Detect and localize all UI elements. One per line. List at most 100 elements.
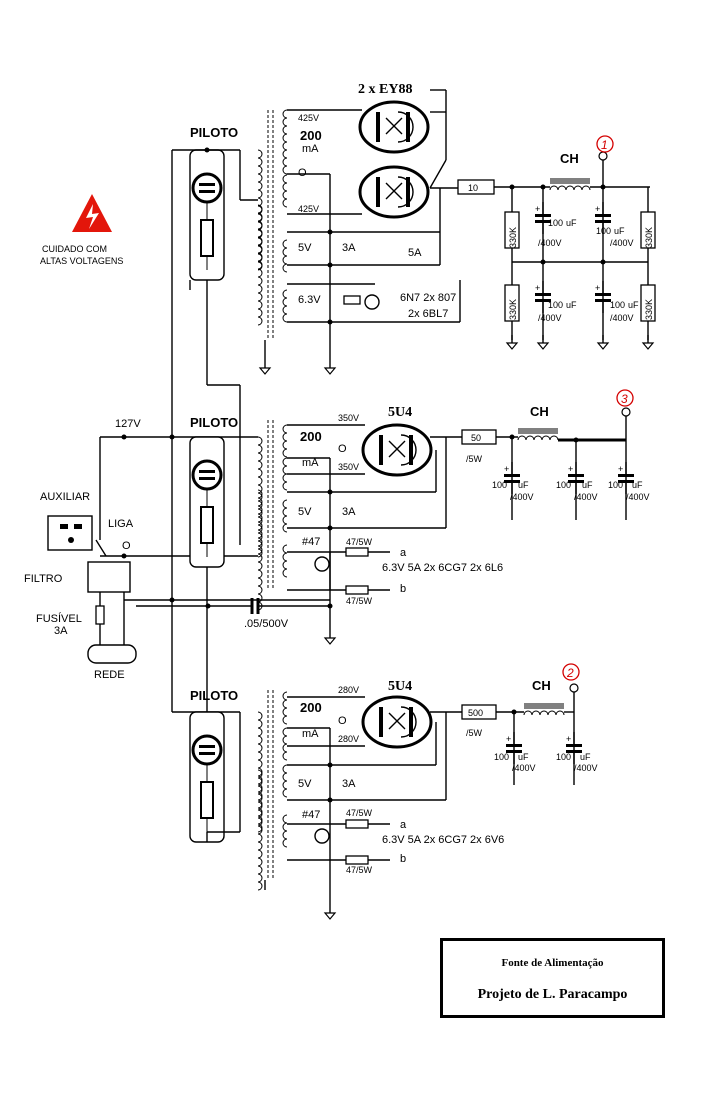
supply3-tap-b: b: [400, 853, 406, 865]
supply3-hv-bottom: 280V: [338, 734, 359, 744]
supply1-tubes-1: 6N7 2x 807: [400, 292, 456, 304]
supply1-resistor-value: 10: [468, 183, 478, 193]
supply2-output-label: 3: [621, 392, 628, 406]
supply2-tube-label: 5U4: [388, 405, 412, 420]
supply3-cap2-value: 100: [556, 752, 571, 762]
supply2-hum-res-a: 47/5W: [346, 537, 373, 547]
supply3-current: 200: [300, 700, 322, 715]
mains-cap-value: .05/500V: [244, 618, 289, 630]
mains-fuse-label: FUSÍVEL: [36, 612, 82, 625]
supply1-pilot-bulb: [364, 294, 380, 310]
mains-switch-label: LIGA: [108, 518, 134, 530]
supply1-tube-label: 2 x EY88: [358, 82, 412, 97]
supply1-cap3-voltage: /400V: [538, 313, 562, 323]
supply1-hv-bottom: 425V: [298, 204, 319, 214]
supply1-pilot-lamp: [188, 148, 226, 282]
supply2-cap1-voltage: /400V: [510, 492, 534, 502]
supply3-fil-v: 5V: [298, 778, 312, 790]
mains-switch-o: O: [122, 540, 131, 552]
supply2-cap3-value: 100: [608, 480, 623, 490]
supply3-tap-a: a: [400, 819, 407, 831]
supply2-heater-line: 6.3V 5A 2x 6CG7 2x 6L6: [382, 562, 503, 574]
supply1-choke: [549, 178, 591, 191]
supply2-lamp: #47: [302, 536, 320, 548]
supply2-tap-b: b: [400, 583, 406, 595]
supply2-cap2-value: 100: [556, 480, 571, 490]
supply-2: 5U4 PILOTO 350V 200 mA O 350V 5V 3A #47: [188, 389, 650, 712]
supply1-cap3-unit: uF: [566, 300, 577, 310]
supply1-cap4-value: 100: [610, 300, 625, 310]
supply1-cap1-voltage: /400V: [538, 238, 562, 248]
supply2-hv-bottom: 350V: [338, 462, 359, 472]
supply1-cap1-unit: uF: [566, 218, 577, 228]
supply1-res-top-a: 330K: [508, 227, 518, 248]
supply3-resistor-value: 500: [468, 708, 483, 718]
supply3-hum-bulb: [314, 828, 330, 844]
supply1-current: 200: [300, 128, 322, 143]
supply3-heater-line: 6.3V 5A 2x 6CG7 2x 6V6: [382, 834, 504, 846]
high-voltage-warning-icon: [72, 194, 112, 232]
supply-1: 2 x EY88 PILOTO 425V 200 mA O 425V 5V 3A…: [172, 82, 656, 545]
credits-title: Fonte de Alimentação: [501, 957, 604, 969]
supply2-output-terminal: [621, 407, 631, 417]
warning-line-2: ALTAS VOLTAGENS: [40, 256, 123, 266]
supply3-ct: O: [338, 715, 347, 727]
supply2-hv-top: 350V: [338, 413, 359, 423]
supply3-hum-res-a: 47/5W: [346, 808, 373, 818]
supply1-cap2-unit: uF: [614, 226, 625, 236]
supply1-tubes-2: 2x 6BL7: [408, 308, 448, 320]
supply1-hv-top: 425V: [298, 113, 319, 123]
supply3-cap1-voltage: /400V: [512, 763, 536, 773]
supply3-output-label: 2: [566, 666, 574, 680]
supply2-hum-res-b: 47/5W: [346, 596, 373, 606]
supply1-cap2-voltage: /400V: [610, 238, 634, 248]
supply1-cap2-value: 100: [596, 226, 611, 236]
supply3-pilot-lamp: [188, 710, 226, 844]
supply1-heater-v: 6.3V: [298, 294, 321, 306]
supply3-pilot-label: PILOTO: [190, 688, 238, 703]
supply2-resistor-watt: /5W: [466, 454, 483, 464]
aux-outlet: [47, 515, 93, 551]
supply2-pilot-lamp: [188, 435, 226, 569]
credits-box: Fonte de Alimentação Projeto de L. Parac…: [440, 938, 665, 1018]
supply3-rectifier-tube: [361, 695, 433, 749]
supply1-cap4-unit: uF: [628, 300, 639, 310]
supply3-cap2-unit: uF: [580, 752, 591, 762]
supply3-resistor-watt: /5W: [466, 728, 483, 738]
supply2-resistor-value: 50: [471, 433, 481, 443]
supply2-cap2-voltage: /400V: [574, 492, 598, 502]
supply3-cap1-unit: uF: [518, 752, 529, 762]
supply3-cap2-voltage: /400V: [574, 763, 598, 773]
mains-aux-label: AUXILIAR: [40, 491, 90, 503]
supply2-rectifier-tube: [361, 423, 433, 477]
supply3-hv-top: 280V: [338, 685, 359, 695]
supply2-cap2-unit: uF: [582, 480, 593, 490]
supply1-output-terminal: [598, 151, 608, 161]
supply1-pilot-label: PILOTO: [190, 125, 238, 140]
supply2-current-unit: mA: [302, 457, 319, 469]
supply3-hum-res-b: 47/5W: [346, 865, 373, 875]
supply3-lamp: #47: [302, 809, 320, 821]
supply2-cap1-value: 100: [492, 480, 507, 490]
supply1-ct: O: [298, 167, 307, 179]
supply1-fil-v: 5V: [298, 242, 312, 254]
supply2-current: 200: [300, 429, 322, 444]
supply1-current-unit: mA: [302, 143, 319, 155]
mains-plug-icon: [87, 644, 137, 664]
mains-fuse-value: 3A: [54, 625, 68, 637]
line-filter: [87, 561, 131, 593]
supply1-fil-a1: 3A: [342, 242, 356, 254]
supply3-tube-label: 5U4: [388, 679, 412, 694]
supply3-output-terminal: [569, 683, 579, 693]
supply1-res-top-b: 330K: [644, 227, 654, 248]
supply1-rectifier-tube-a: [358, 100, 430, 154]
supply2-cap3-voltage: /400V: [626, 492, 650, 502]
power-switch: [95, 539, 107, 557]
supply3-cap1-value: 100: [494, 752, 509, 762]
fuse: [95, 605, 105, 625]
mains-plug-label: REDE: [94, 669, 125, 681]
supply1-output-label: 1: [601, 138, 608, 152]
supply3-choke: [523, 703, 565, 716]
supply2-cap1-unit: uF: [518, 480, 529, 490]
